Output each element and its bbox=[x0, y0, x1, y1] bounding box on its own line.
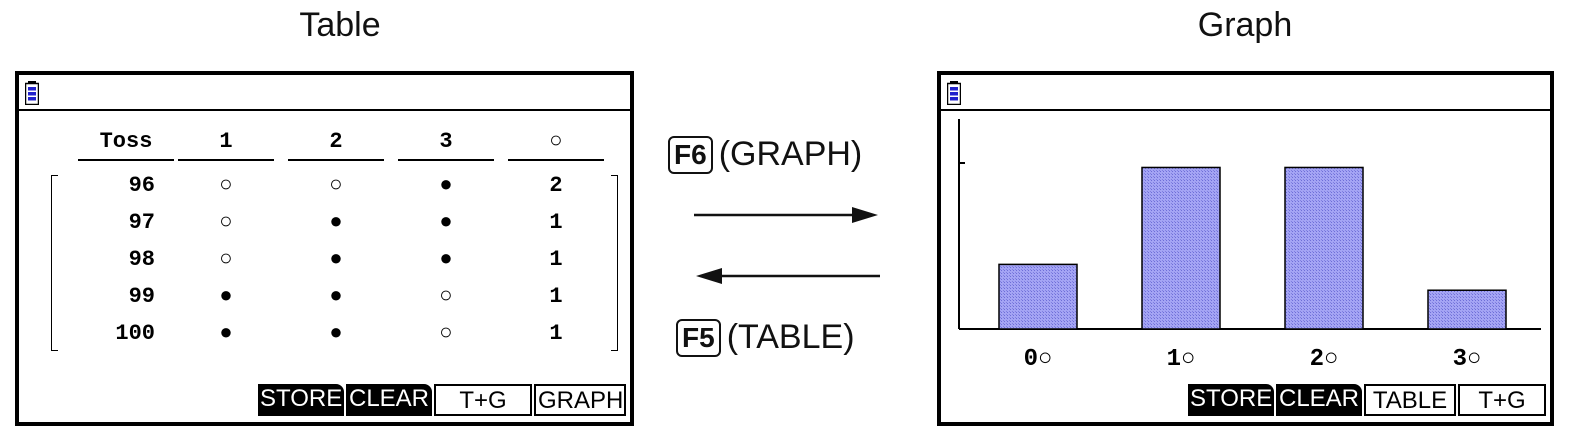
column-header-4: ○ bbox=[549, 129, 563, 154]
battery-icon bbox=[25, 81, 39, 105]
table-screen: Toss 1 2 3 ○ 96 ○ ○ ● 2 97 ○ ● ● 1 98 ○ ● ● 1 99 ● ● ○ 1 100 ● ● ○ 1… bbox=[15, 71, 634, 426]
forward-action-text: (GRAPH) bbox=[718, 135, 863, 173]
bar-0 bbox=[998, 263, 1078, 330]
table-cell[interactable]: 1 bbox=[549, 321, 563, 346]
table-cell[interactable]: ● bbox=[439, 210, 453, 235]
right-arrow-icon bbox=[694, 207, 878, 223]
table-cell[interactable]: ○ bbox=[439, 284, 453, 309]
bar-chart bbox=[958, 119, 1541, 330]
bar-3 bbox=[1427, 289, 1507, 330]
bar-2 bbox=[1284, 166, 1364, 330]
table-cell-toss[interactable]: 97 bbox=[128, 210, 155, 235]
column-header-1: 1 bbox=[219, 129, 233, 154]
forward-transition-label: F6 (GRAPH) bbox=[668, 135, 862, 174]
bar-1 bbox=[1141, 166, 1221, 330]
battery-icon bbox=[947, 81, 961, 105]
f5-keycap[interactable]: F5 bbox=[676, 318, 721, 357]
table-cell[interactable]: 1 bbox=[549, 284, 563, 309]
x-tick-label: 2○ bbox=[1309, 346, 1339, 373]
column-header-underline bbox=[78, 159, 174, 161]
clear-key[interactable]: CLEAR bbox=[346, 384, 432, 416]
table-title: Table bbox=[299, 6, 381, 44]
table-cell[interactable]: ○ bbox=[219, 210, 233, 235]
table-cell[interactable]: ● bbox=[439, 247, 453, 272]
column-header-underline bbox=[508, 159, 604, 161]
column-header-underline bbox=[398, 159, 494, 161]
f6-keycap[interactable]: F6 bbox=[668, 135, 713, 174]
t-plus-g-key[interactable]: T+G bbox=[1458, 384, 1546, 416]
graph-function-menu: STORE CLEAR TABLE T+G bbox=[1186, 384, 1546, 416]
backward-action-text: (TABLE) bbox=[726, 318, 855, 356]
table-cell[interactable]: ● bbox=[439, 173, 453, 198]
table-function-menu: STORE CLEAR T+G GRAPH bbox=[256, 384, 626, 416]
column-header-underline bbox=[178, 159, 274, 161]
table-cell[interactable]: 1 bbox=[549, 247, 563, 272]
table-cell-toss[interactable]: 99 bbox=[128, 284, 155, 309]
table-key[interactable]: TABLE bbox=[1364, 384, 1456, 416]
store-key[interactable]: STORE bbox=[1188, 384, 1274, 416]
x-tick-label: 3○ bbox=[1452, 346, 1482, 373]
table-cell[interactable]: ● bbox=[329, 210, 343, 235]
table-cell[interactable]: ● bbox=[329, 321, 343, 346]
table-cell[interactable]: ● bbox=[219, 321, 233, 346]
column-header-underline bbox=[288, 159, 384, 161]
x-tick-label: 0○ bbox=[1023, 346, 1053, 373]
table-cell[interactable]: 2 bbox=[549, 173, 563, 198]
backward-transition-label: F5 (TABLE) bbox=[676, 318, 855, 357]
table-cell-toss[interactable]: 96 bbox=[128, 173, 155, 198]
column-header-2: 2 bbox=[329, 129, 343, 154]
table-cell[interactable]: ● bbox=[329, 284, 343, 309]
clear-key[interactable]: CLEAR bbox=[1276, 384, 1362, 416]
x-tick-label: 1○ bbox=[1166, 346, 1196, 373]
t-plus-g-key[interactable]: T+G bbox=[434, 384, 532, 416]
status-separator bbox=[19, 109, 630, 111]
table-cell[interactable]: ● bbox=[329, 247, 343, 272]
table-cell-toss[interactable]: 100 bbox=[115, 321, 155, 346]
store-key[interactable]: STORE bbox=[258, 384, 344, 416]
table-cell[interactable]: ○ bbox=[219, 247, 233, 272]
left-arrow-icon bbox=[696, 268, 880, 284]
graph-screen: 0○ 1○ 2○ 3○ STORE CLEAR TABLE T+G bbox=[937, 71, 1554, 426]
column-header-3: 3 bbox=[439, 129, 453, 154]
table-cell[interactable]: ○ bbox=[329, 173, 343, 198]
table-cell[interactable]: 1 bbox=[549, 210, 563, 235]
table-cell[interactable]: ○ bbox=[439, 321, 453, 346]
table-cell-toss[interactable]: 98 bbox=[128, 247, 155, 272]
graph-title: Graph bbox=[1197, 6, 1293, 44]
status-separator bbox=[941, 109, 1550, 111]
table-cell[interactable]: ○ bbox=[219, 173, 233, 198]
table-cell[interactable]: ● bbox=[219, 284, 233, 309]
column-header-toss: Toss bbox=[99, 129, 153, 154]
table-right-bracket bbox=[611, 175, 618, 351]
table-left-bracket bbox=[51, 175, 58, 351]
graph-key[interactable]: GRAPH bbox=[534, 384, 626, 416]
